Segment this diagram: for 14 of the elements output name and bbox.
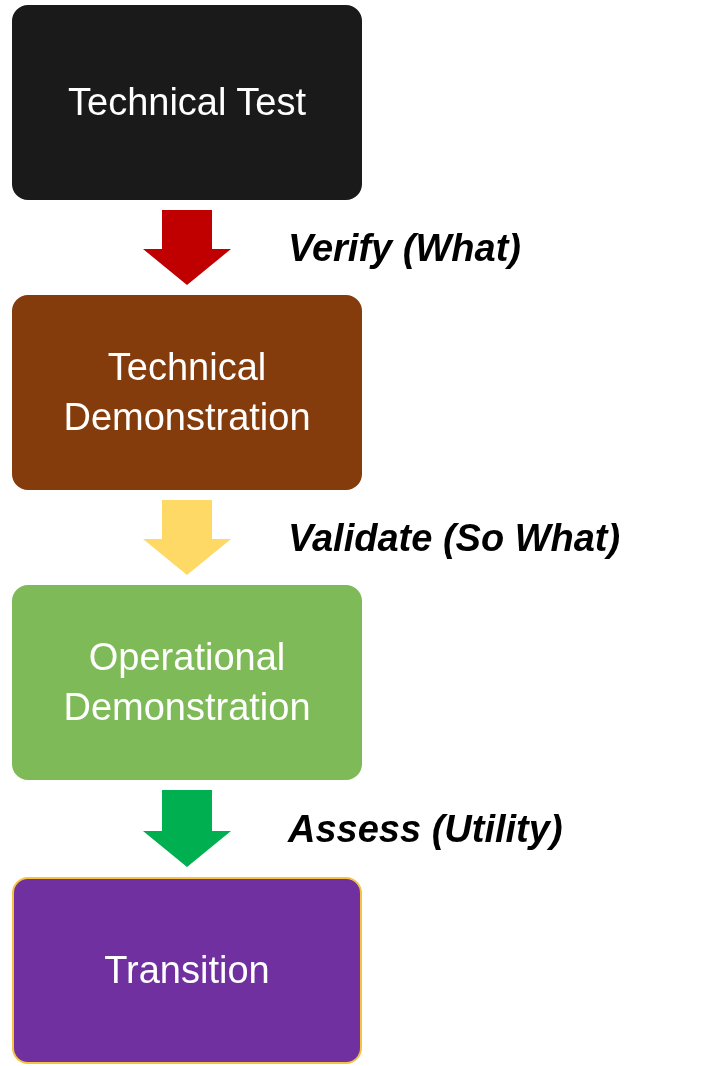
box-text: Operational Demonstration xyxy=(62,635,312,730)
block-arrow xyxy=(143,790,231,867)
block-arrow xyxy=(143,500,231,575)
process-box xyxy=(12,5,362,200)
edge-label: Verify (What) xyxy=(288,228,521,267)
box-text: Technical Demonstration xyxy=(62,345,312,440)
process-box xyxy=(12,877,362,1064)
process-box xyxy=(12,585,362,780)
edge-label: Validate (So What) xyxy=(288,518,621,557)
process-box xyxy=(12,295,362,490)
box-text: Transition xyxy=(104,947,270,993)
edge-label: Assess (Utility) xyxy=(288,809,563,848)
box-text: Technical Test xyxy=(68,79,306,125)
block-arrow xyxy=(143,210,231,285)
